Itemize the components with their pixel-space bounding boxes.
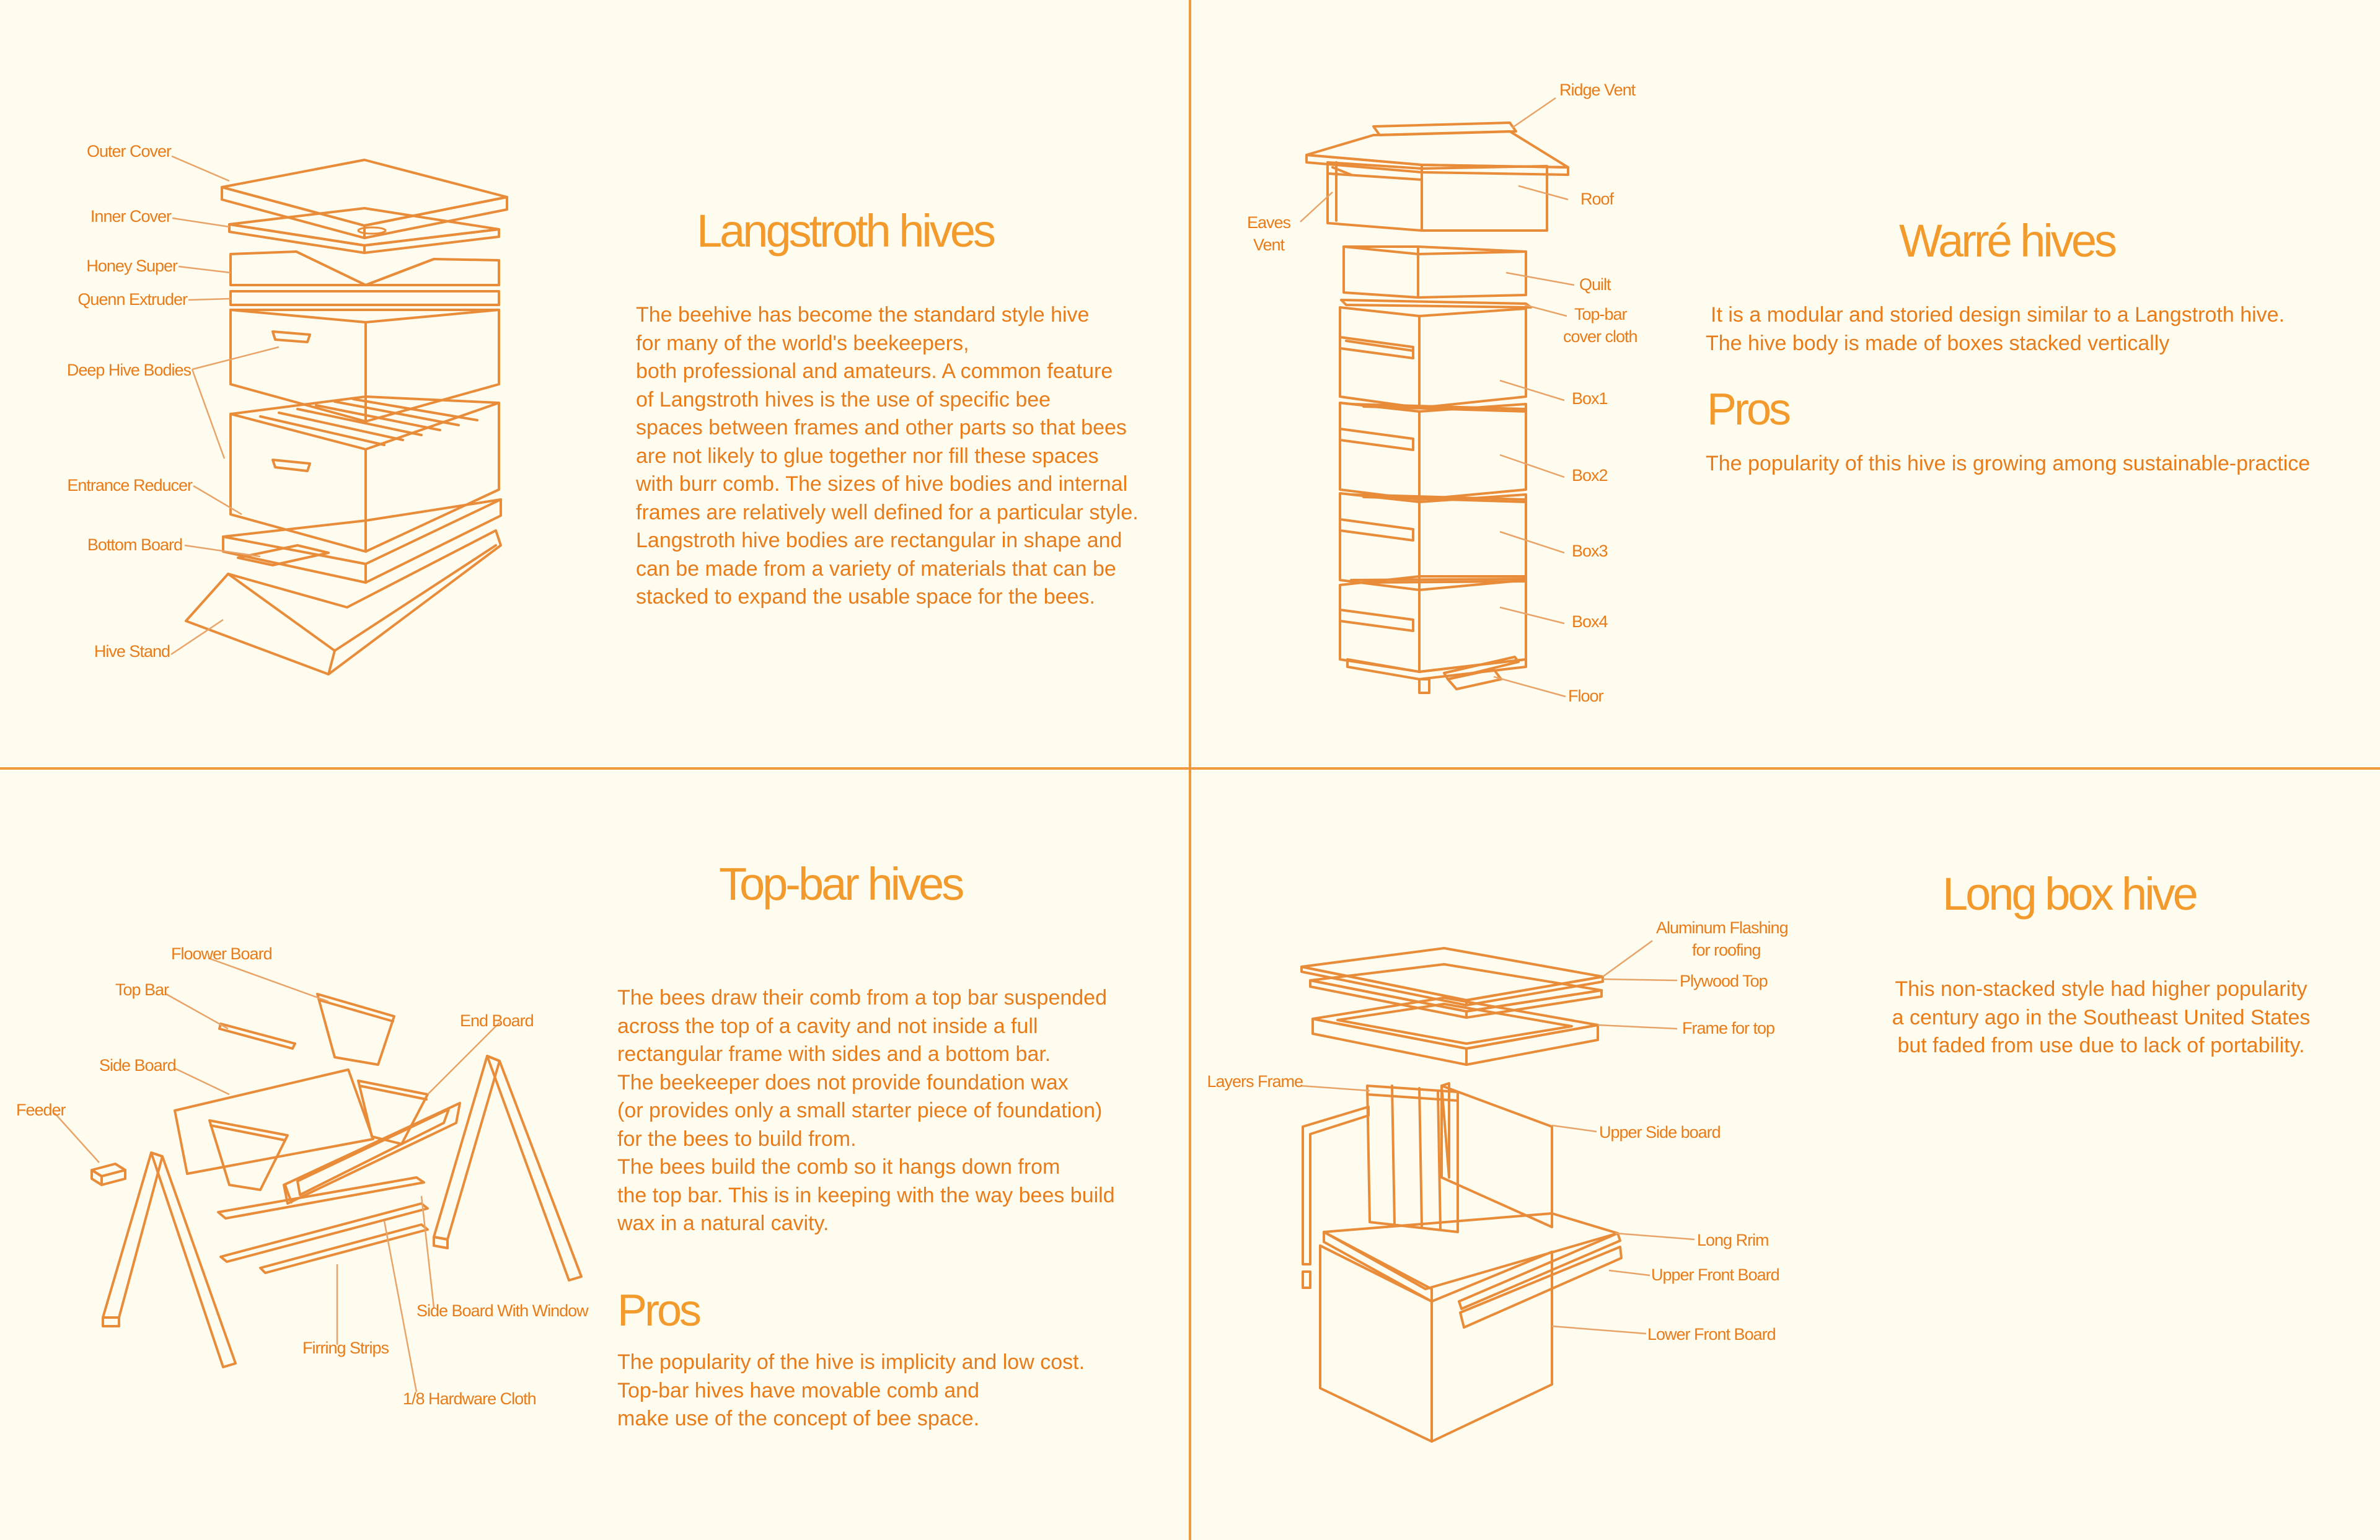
langstroth-labels: Outer Cover Inner Cover Honey Super Quen… [67,142,193,661]
vertical-divider [1189,0,1191,1540]
label-top-bar-cloth-1: Top-bar [1574,305,1628,323]
text-line: are not likely to glue together nor fill… [636,444,1099,468]
label-box4: Box4 [1572,612,1608,631]
label-inner-cover: Inner Cover [90,207,172,226]
label-box2: Box2 [1572,466,1608,485]
label-lower-front-board: Lower Front Board [1647,1325,1776,1344]
text-line: The popularity of this hive is growing a… [1706,452,2311,475]
longbox-description: This non-stacked style had higher popula… [1878,975,2324,1060]
text-line: the top bar. This is in keeping with the… [617,1183,1115,1207]
langstroth-leaders [170,155,280,656]
text-line: The beehive has become the standard styl… [636,303,1090,327]
text-line: stacked to expand the usable space for t… [636,585,1095,609]
label-hardware-cloth: 1/8 Hardware Cloth [403,1389,536,1408]
text-line: make use of the concept of bee space. [617,1407,980,1430]
warre-leaders [1300,97,1575,698]
text-line: but faded from use due to lack of portab… [1897,1034,2305,1057]
label-queen-excluder: Quenn Extruder [77,290,188,309]
label-plywood-top: Plywood Top [1680,972,1768,990]
label-entrance-reducer: Entrance Reducer [67,476,193,495]
label-side-board-window: Side Board With Window [416,1301,589,1320]
warre-pros-text: The popularity of this hive is growing a… [1706,450,2310,478]
topbar-pros-title: Pros [617,1286,702,1335]
warre-hive-illustration [1305,121,1569,694]
label-box1: Box1 [1572,389,1608,408]
label-firring-strips: Firring Strips [302,1339,389,1357]
label-upper-front-board: Upper Front Board [1651,1265,1779,1284]
warre-labels: Ridge Vent Eaves Vent Roof Quilt Top-bar… [1247,81,1638,705]
text-line: of Langstroth hives is the use of specif… [636,387,1051,411]
text-line: The popularity of the hive is implicity … [617,1350,1085,1374]
topbar-description: The bees draw their comb from a top bar … [617,984,1115,1238]
text-line: for many of the world's beekeepers, [636,331,969,355]
topbar-hive-illustration [90,993,583,1368]
label-hive-stand: Hive Stand [94,642,170,661]
text-line: a century ago in the Southeast United St… [1892,1005,2311,1029]
label-side-board: Side Board [99,1056,176,1075]
warre-title: Warré hives [1899,215,2117,266]
text-line: wax in a natural cavity. [617,1212,829,1235]
label-ridge-vent: Ridge Vent [1559,81,1636,99]
label-long-rrim: Long Rrim [1697,1231,1769,1249]
label-roof: Roof [1580,190,1615,208]
label-end-board: End Board [460,1011,534,1030]
text-line: It is a modular and storied design simil… [1711,303,2285,327]
text-line: (or provides only a small starter piece … [617,1099,1103,1122]
text-line: The beekeeper does not provide foundatio… [617,1070,1069,1094]
label-layers-frame: Layers Frame [1207,1072,1303,1091]
label-quilt: Quilt [1579,275,1611,294]
horizontal-divider [0,767,2380,770]
label-frame-for-top: Frame for top [1682,1019,1774,1037]
longbox-leaders [1300,939,1695,1335]
text-line: This non-stacked style had higher popula… [1895,977,2307,1001]
text-line: both professional and amateurs. A common… [636,359,1113,383]
warre-description: It is a modular and storied design simil… [1706,301,2285,358]
text-line: across the top of a cavity and not insid… [617,1014,1038,1038]
topbar-labels: Floower Board Top Bar End Board Side Boa… [16,944,589,1408]
text-line: with burr comb. The sizes of hive bodies… [636,472,1128,496]
label-aluminum-2: for roofing [1692,941,1761,959]
text-line: frames are relatively well defined for a… [636,500,1139,524]
text-line: The bees build the comb so it hangs down… [617,1155,1060,1179]
label-bottom-board: Bottom Board [87,535,182,554]
langstroth-description: The beehive has become the standard styl… [636,301,1139,612]
text-line: rectangular frame with sides and a botto… [617,1042,1051,1066]
topbar-title: Top-bar hives [719,858,964,910]
longbox-title: Long box hive [1942,868,2198,920]
text-line: The bees draw their comb from a top bar … [617,986,1107,1010]
label-deep-hive-bodies: Deep Hive Bodies [67,361,192,379]
text-line: for the bees to build from. [617,1127,857,1151]
label-box3: Box3 [1572,542,1608,560]
label-upper-side-board: Upper Side board [1599,1123,1721,1142]
label-feeder: Feeder [16,1101,66,1119]
label-floower-board: Floower Board [171,944,272,963]
text-line: The hive body is made of boxes stacked v… [1706,331,2170,355]
text-line: spaces between frames and other parts so… [636,416,1127,439]
topbar-leaders [54,957,500,1393]
langstroth-hive-illustration [185,159,508,675]
longbox-hive-illustration [1300,947,1623,1443]
label-aluminum-1: Aluminum Flashing [1656,918,1788,937]
label-eaves-vent-2: Vent [1253,235,1285,254]
label-top-bar-cloth-2: cover cloth [1563,327,1637,346]
text-line: Langstroth hive bodies are rectangular i… [636,529,1122,552]
label-eaves-vent-1: Eaves [1247,213,1291,232]
label-outer-cover: Outer Cover [87,142,172,161]
warre-pros-title: Pros [1707,385,1791,434]
label-honey-super: Honey Super [86,257,178,275]
label-top-bar: Top Bar [115,980,169,999]
text-line: Top-bar hives have movable comb and [617,1378,979,1402]
longbox-labels: Aluminum Flashing for roofing Plywood To… [1207,918,1788,1344]
text-line: can be made from a variety of materials … [636,557,1116,581]
label-floor: Floor [1568,687,1604,705]
langstroth-title: Langstroth hives [697,205,996,257]
topbar-pros-text: The popularity of the hive is implicity … [617,1349,1085,1433]
